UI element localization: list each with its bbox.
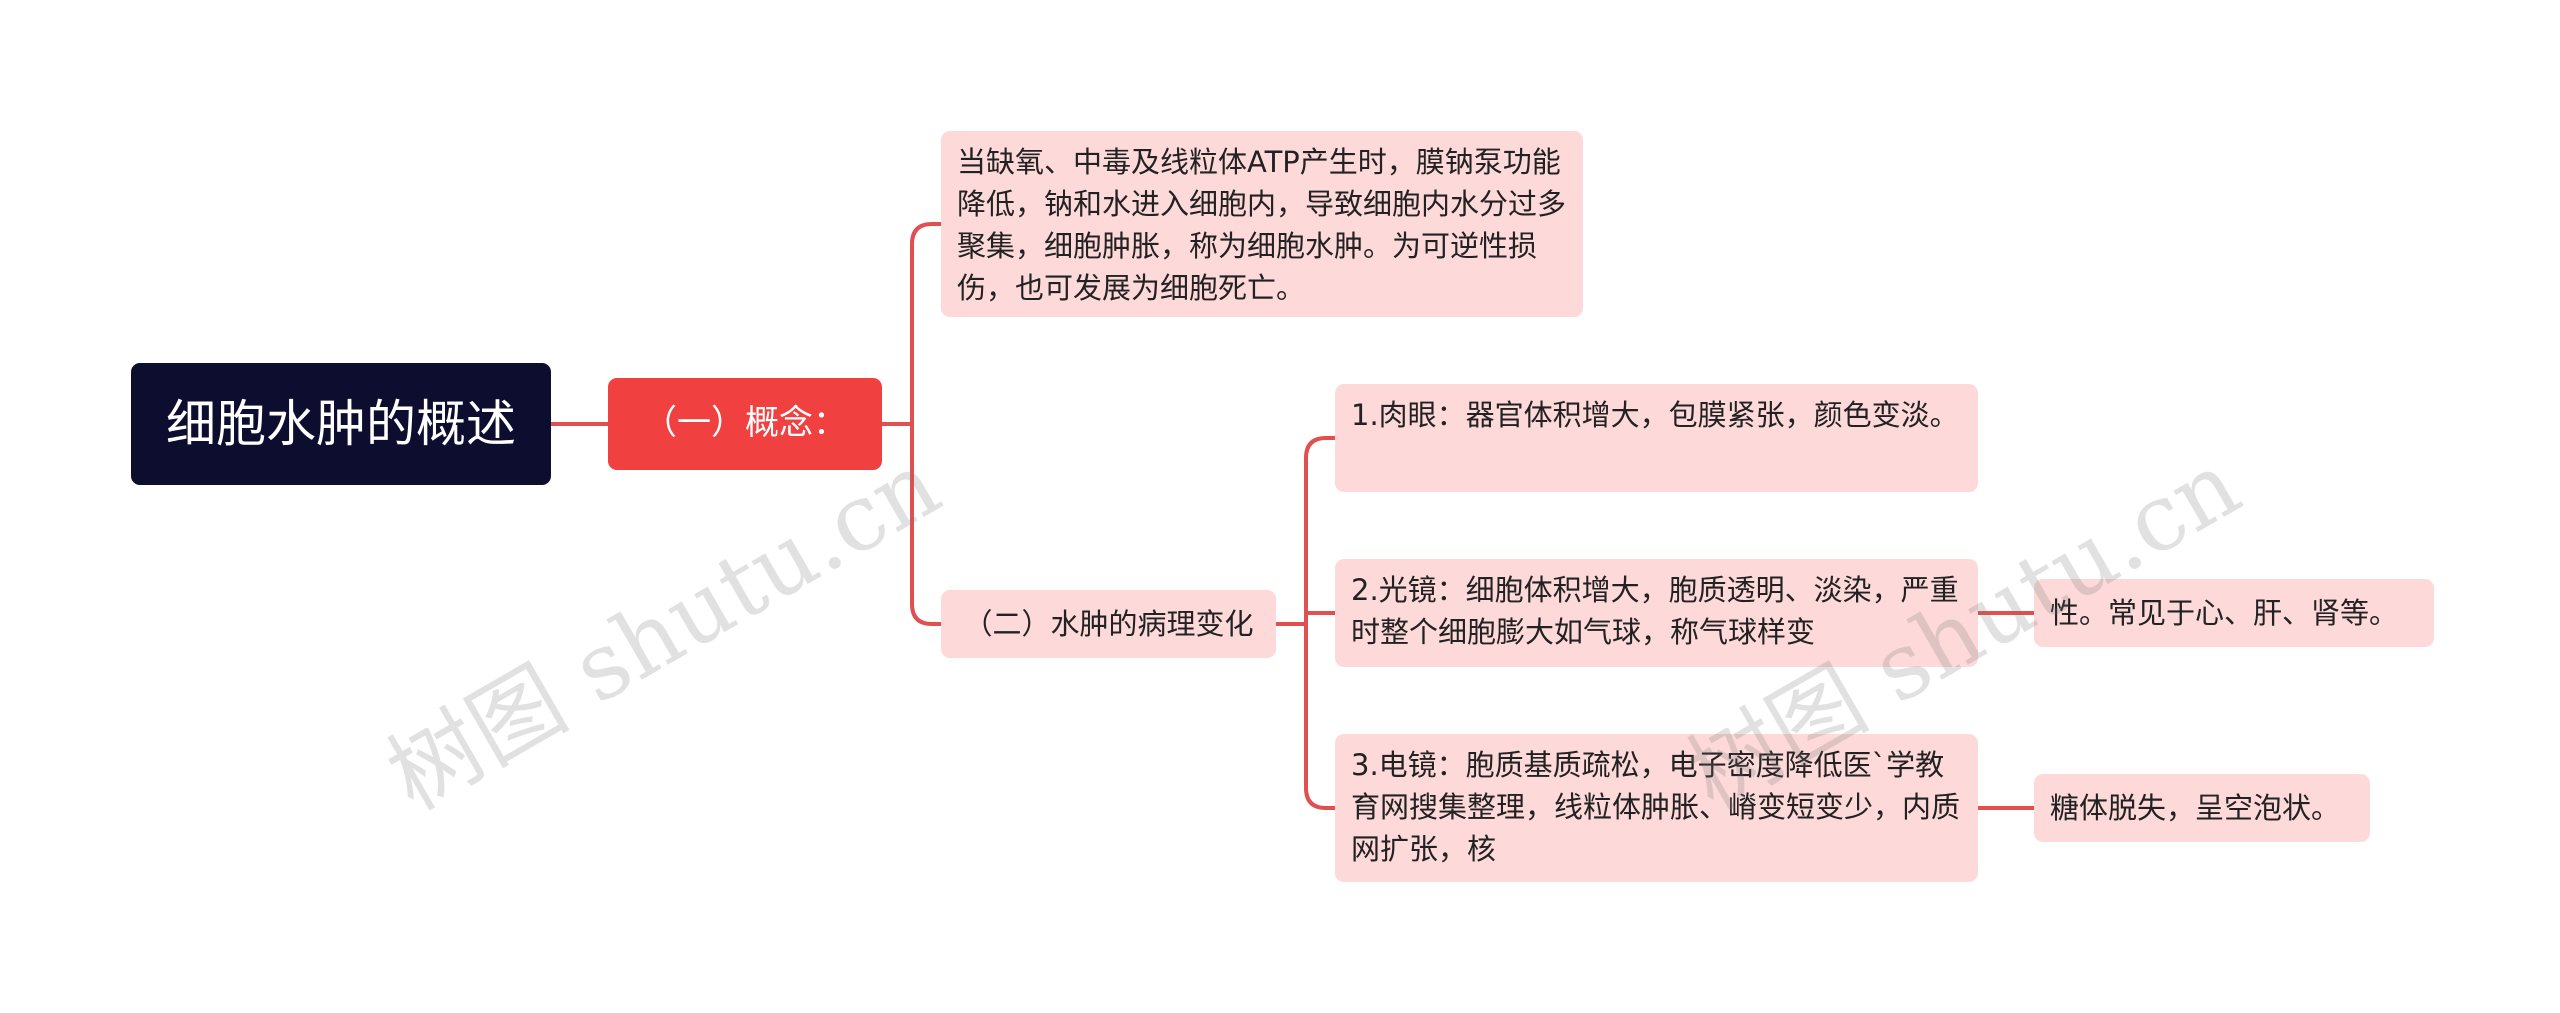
pathology-item-light-text: 2.光镜：细胞体积增大，胞质透明、淡染，严重时整个细胞膨大如气球，称气球样变 (1351, 573, 1959, 650)
pathology-item-electron[interactable]: 3.电镜：胞质基质疏松，电子密度降低医`学教育网搜集整理，线粒体肿胀、嵴变短变少… (1335, 734, 1978, 882)
pathology-item-light-detail-text: 性。常见于心、肝、肾等。 (2050, 595, 2399, 630)
concept-description-node[interactable]: 当缺氧、中毒及线粒体ATP产生时，膜钠泵功能降低，钠和水进入细胞内，导致细胞内水… (941, 131, 1583, 317)
pathology-item-gross-text: 1.肉眼：器官体积增大，包膜紧张，颜色变淡。 (1351, 398, 1959, 432)
pathology-item-light[interactable]: 2.光镜：细胞体积增大，胞质透明、淡染，严重时整个细胞膨大如气球，称气球样变 (1335, 559, 1978, 667)
pathology-item-gross[interactable]: 1.肉眼：器官体积增大，包膜紧张，颜色变淡。 (1335, 384, 1978, 492)
concept-node[interactable]: （一）概念： (608, 378, 882, 470)
connector-pathology-items (1304, 436, 1337, 810)
pathology-node[interactable]: （二）水肿的病理变化 (941, 590, 1276, 658)
pathology-item-light-detail[interactable]: 性。常见于心、肝、肾等。 (2034, 579, 2434, 647)
pathology-label: （二）水肿的病理变化 (963, 606, 1254, 641)
root-node[interactable]: 细胞水肿的概述 (131, 363, 551, 485)
pathology-item-electron-detail-text: 糖体脱失，呈空泡状。 (2050, 790, 2341, 825)
root-label: 细胞水肿的概述 (166, 394, 516, 453)
connector-concept-desc (910, 222, 943, 626)
concept-label: （一）概念： (643, 403, 847, 444)
pathology-item-electron-text: 3.电镜：胞质基质疏松，电子密度降低医`学教育网搜集整理，线粒体肿胀、嵴变短变少… (1351, 748, 1961, 867)
concept-description-text: 当缺氧、中毒及线粒体ATP产生时，膜钠泵功能降低，钠和水进入细胞内，导致细胞内水… (957, 145, 1567, 306)
pathology-item-electron-detail[interactable]: 糖体脱失，呈空泡状。 (2034, 774, 2370, 842)
